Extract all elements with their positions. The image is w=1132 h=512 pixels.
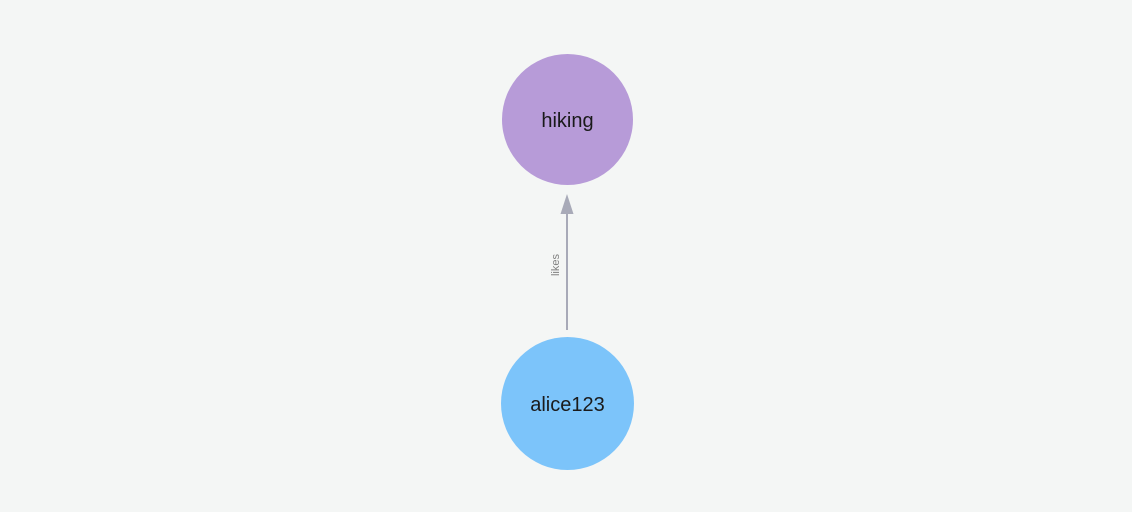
graph-edge-likes[interactable]: likes (550, 194, 574, 330)
node-label-alice123: alice123 (530, 394, 605, 416)
edge-arrowhead-icon (560, 194, 574, 214)
graph-node-hiking[interactable]: hiking (502, 54, 633, 185)
graph-node-alice123[interactable]: alice123 (501, 337, 634, 470)
node-circle-alice123 (501, 337, 634, 470)
edge-label-likes: likes (550, 254, 562, 277)
node-circle-hiking (502, 54, 633, 185)
node-label-hiking: hiking (541, 110, 593, 132)
